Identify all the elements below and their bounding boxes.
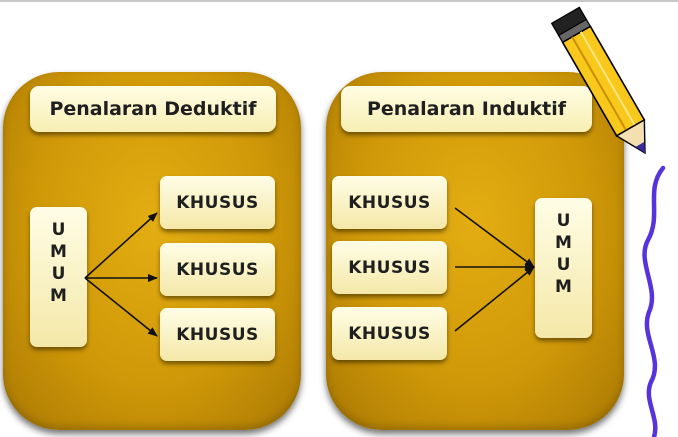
- arrow-line: [455, 267, 534, 331]
- squiggle-line: [645, 168, 663, 437]
- arrow-line: [85, 278, 157, 336]
- deduktif-arrows: [85, 213, 157, 336]
- arrow-line: [85, 213, 157, 278]
- arrow-line: [455, 208, 534, 267]
- pencil-icon: [552, 7, 659, 161]
- induktif-arrows: [455, 208, 534, 331]
